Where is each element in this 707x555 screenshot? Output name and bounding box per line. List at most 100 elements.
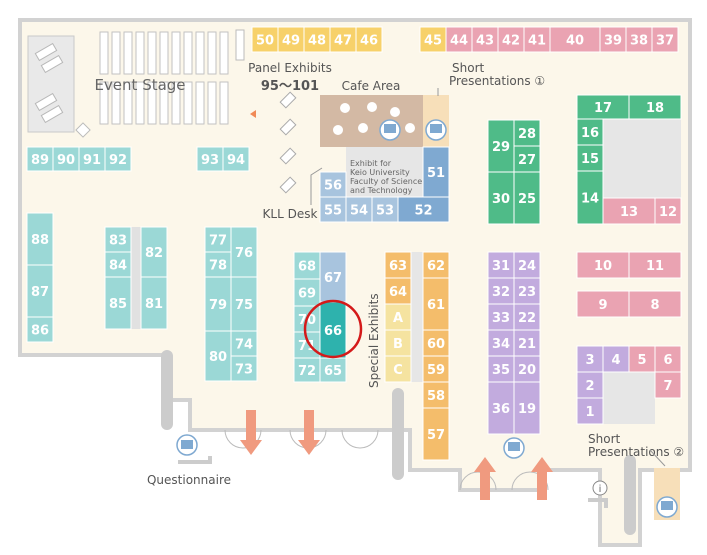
booth-85[interactable]: 85 xyxy=(104,276,132,330)
booth-74[interactable]: 74 xyxy=(230,330,258,357)
booth-66[interactable]: 66 xyxy=(319,301,347,359)
booth-6[interactable]: 6 xyxy=(654,345,682,373)
booth-25[interactable]: 25 xyxy=(513,171,541,225)
booth-14-label: 14 xyxy=(581,192,599,207)
booth-51-label: 51 xyxy=(427,166,445,181)
booth-18[interactable]: 18 xyxy=(628,94,682,120)
booth-48[interactable]: 48 xyxy=(303,26,331,53)
booth-41[interactable]: 41 xyxy=(523,26,551,53)
booth-91[interactable]: 91 xyxy=(78,146,106,172)
booth-37[interactable]: 37 xyxy=(651,26,679,53)
booth-21[interactable]: 21 xyxy=(513,329,541,357)
booth-38[interactable]: 38 xyxy=(625,26,653,53)
booth-50[interactable]: 50 xyxy=(251,26,279,53)
booth-58[interactable]: 58 xyxy=(422,381,450,409)
booth-73[interactable]: 73 xyxy=(230,355,258,382)
booth-46[interactable]: 46 xyxy=(355,26,383,53)
booth-63[interactable]: 63 xyxy=(384,251,412,279)
booth-64[interactable]: 64 xyxy=(384,277,412,305)
booth-65[interactable]: 65 xyxy=(319,357,347,383)
booth-15[interactable]: 15 xyxy=(576,144,604,172)
booth-C[interactable]: C xyxy=(384,355,412,383)
booth-80[interactable]: 80 xyxy=(204,330,232,382)
booth-73-label: 73 xyxy=(235,363,253,378)
booth-14[interactable]: 14 xyxy=(576,170,604,225)
booth-45[interactable]: 45 xyxy=(419,26,447,53)
booth-80-label: 80 xyxy=(209,350,227,365)
booth-86[interactable]: 86 xyxy=(26,316,54,343)
booth-8[interactable]: 8 xyxy=(628,290,682,318)
booth-59[interactable]: 59 xyxy=(422,355,450,383)
booth-60[interactable]: 60 xyxy=(422,329,450,357)
booth-62[interactable]: 62 xyxy=(422,251,450,279)
booth-81[interactable]: 81 xyxy=(140,276,168,330)
booth-92[interactable]: 92 xyxy=(104,146,132,172)
booth-28[interactable]: 28 xyxy=(513,119,541,147)
booth-77[interactable]: 77 xyxy=(204,226,232,253)
booth-86-box xyxy=(26,316,54,343)
booth-61[interactable]: 61 xyxy=(422,277,450,331)
booth-21-label: 21 xyxy=(518,337,536,352)
booth-16[interactable]: 16 xyxy=(576,118,604,146)
booth-27[interactable]: 27 xyxy=(513,145,541,173)
booth-10[interactable]: 10 xyxy=(576,251,630,279)
booth-24[interactable]: 24 xyxy=(513,251,541,279)
booth-53[interactable]: 53 xyxy=(371,196,399,223)
booth-34[interactable]: 34 xyxy=(487,329,515,357)
booth-A[interactable]: A xyxy=(384,303,412,331)
booth-83[interactable]: 83 xyxy=(104,226,132,253)
booth-40[interactable]: 40 xyxy=(549,26,601,53)
booth-22[interactable]: 22 xyxy=(513,303,541,331)
booth-4[interactable]: 4 xyxy=(602,345,630,373)
booth-35[interactable]: 35 xyxy=(487,355,515,383)
booth-94[interactable]: 94 xyxy=(222,146,250,172)
booth-93[interactable]: 93 xyxy=(196,146,224,172)
booth-76[interactable]: 76 xyxy=(230,226,258,278)
booth-49[interactable]: 49 xyxy=(277,26,305,53)
booth-90[interactable]: 90 xyxy=(52,146,80,172)
booth-29[interactable]: 29 xyxy=(487,119,515,173)
booth-54[interactable]: 54 xyxy=(345,196,373,223)
booth-56[interactable]: 56 xyxy=(319,171,347,198)
booth-13[interactable]: 13 xyxy=(602,197,656,225)
booth-69[interactable]: 69 xyxy=(293,278,321,307)
booth-20[interactable]: 20 xyxy=(513,355,541,383)
booth-B[interactable]: B xyxy=(384,329,412,357)
booth-79[interactable]: 79 xyxy=(204,276,232,332)
booth-11[interactable]: 11 xyxy=(628,251,682,279)
booth-43[interactable]: 43 xyxy=(471,26,499,53)
booth-89[interactable]: 89 xyxy=(26,146,54,172)
booth-36[interactable]: 36 xyxy=(487,381,515,435)
booth-67[interactable]: 67 xyxy=(319,251,347,303)
booth-57[interactable]: 57 xyxy=(422,407,450,461)
booth-42[interactable]: 42 xyxy=(497,26,525,53)
booth-5[interactable]: 5 xyxy=(628,345,656,373)
booth-72[interactable]: 72 xyxy=(293,357,321,383)
booth-44[interactable]: 44 xyxy=(445,26,473,53)
booth-51[interactable]: 51 xyxy=(422,146,450,198)
booth-88[interactable]: 88 xyxy=(26,212,54,266)
booth-23[interactable]: 23 xyxy=(513,277,541,305)
booth-87[interactable]: 87 xyxy=(26,264,54,318)
booth-68[interactable]: 68 xyxy=(293,251,321,280)
booth-75[interactable]: 75 xyxy=(230,276,258,332)
booth-78[interactable]: 78 xyxy=(204,251,232,278)
booth-3[interactable]: 3 xyxy=(576,345,604,373)
booth-17[interactable]: 17 xyxy=(576,94,630,120)
booth-12[interactable]: 12 xyxy=(654,197,682,225)
booth-19[interactable]: 19 xyxy=(513,381,541,435)
booth-9[interactable]: 9 xyxy=(576,290,630,318)
booth-33[interactable]: 33 xyxy=(487,303,515,331)
booth-2[interactable]: 2 xyxy=(576,371,604,399)
booth-52[interactable]: 52 xyxy=(397,196,450,223)
booth-1[interactable]: 1 xyxy=(576,397,604,425)
booth-82[interactable]: 82 xyxy=(140,226,168,278)
booth-32[interactable]: 32 xyxy=(487,277,515,305)
booth-39[interactable]: 39 xyxy=(599,26,627,53)
booth-31[interactable]: 31 xyxy=(487,251,515,279)
booth-30[interactable]: 30 xyxy=(487,171,515,225)
booth-55[interactable]: 55 xyxy=(319,196,347,223)
booth-47[interactable]: 47 xyxy=(329,26,357,53)
booth-7[interactable]: 7 xyxy=(654,371,682,399)
booth-84[interactable]: 84 xyxy=(104,251,132,278)
